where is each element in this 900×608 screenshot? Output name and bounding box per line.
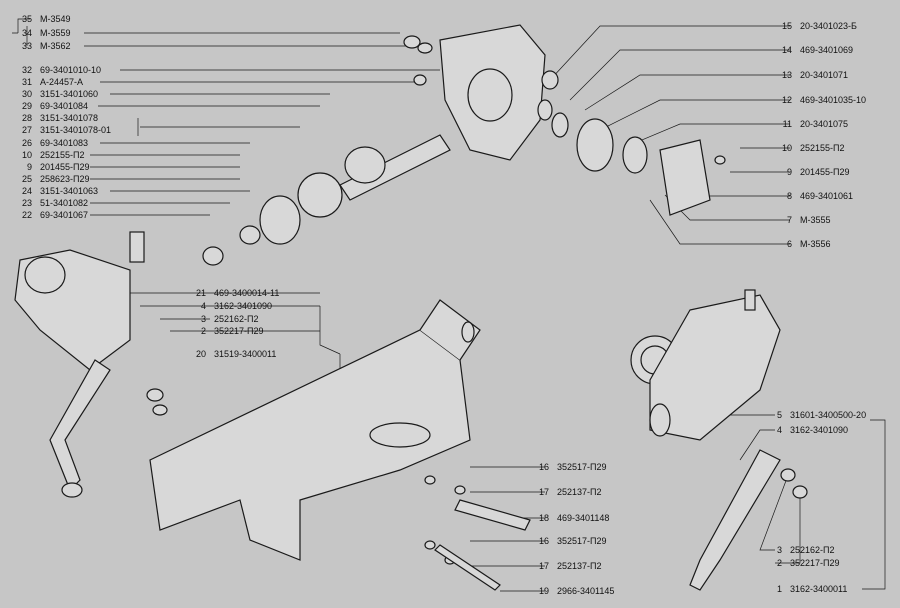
bolts-and-washers [146,388,531,591]
power-steering-gear-right [630,289,808,591]
power-steering-gear-left [14,231,145,498]
valve-stack [537,70,726,216]
leader-lines-right [120,25,886,592]
steering-gear-housing [403,24,546,161]
leader-lines-left [12,18,440,216]
vehicle-frame [149,299,481,561]
worm-shaft [202,134,451,266]
